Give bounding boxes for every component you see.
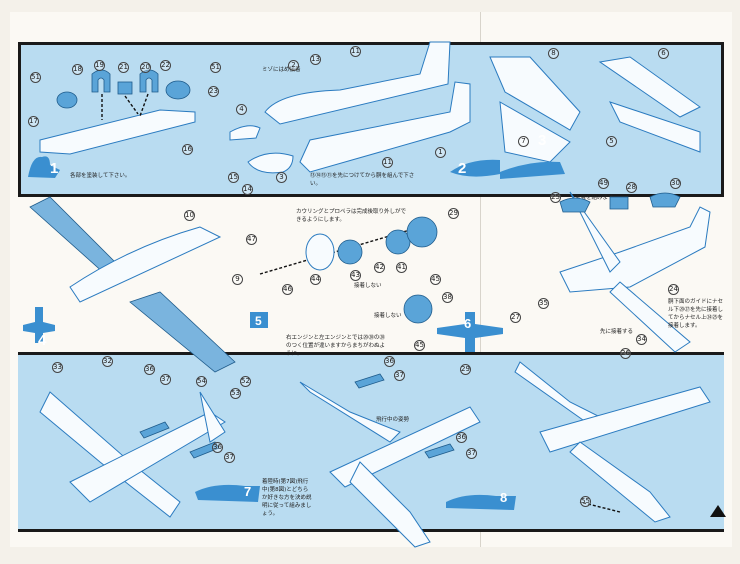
step-3-number: 3 bbox=[538, 132, 547, 149]
step-7-number: 7 bbox=[244, 484, 252, 499]
step-2-sub-note: ミゾにはめ接着 bbox=[262, 67, 301, 73]
part-label: 41 bbox=[396, 262, 407, 273]
part-label: 19 bbox=[94, 60, 105, 71]
completed-aircraft-diagram bbox=[514, 361, 726, 523]
step-5-note: 右エンジンと左エンジンとでは⑳⑳の⑳のつく位置が違いますからまちがわぬように。 bbox=[286, 335, 386, 357]
part-label: 7 bbox=[518, 136, 529, 147]
part-label: 4 bbox=[236, 104, 247, 115]
part-label: 36 bbox=[212, 442, 223, 453]
step-1-note: 各部を塗装して下さい。 bbox=[70, 173, 131, 179]
step-5-number: 5 bbox=[255, 314, 262, 328]
part-label: 52 bbox=[240, 376, 251, 387]
part-label: 11 bbox=[382, 157, 393, 168]
part-label: 20 bbox=[140, 62, 151, 73]
cockpit-parts-diagram bbox=[28, 69, 196, 178]
instruction-sheet: 1 各部を塗装して下さい。 51 18 19 21 20 22 51 23 17… bbox=[10, 12, 732, 548]
part-label: 33 bbox=[52, 362, 63, 373]
part-label: 42 bbox=[374, 262, 385, 273]
part-label: 47 bbox=[246, 234, 257, 245]
part-label: 16 bbox=[182, 144, 193, 155]
step-2-number: 2 bbox=[458, 160, 467, 177]
part-label: 3 bbox=[276, 172, 287, 183]
part-label: 25 bbox=[550, 192, 561, 203]
glue-first-note: 先に接着する bbox=[600, 329, 634, 335]
part-label: 14 bbox=[242, 184, 253, 195]
no-glue-note-1: 接着しない bbox=[354, 283, 382, 289]
step-7-note: 着陸時(第7図)飛行中(第8図)とどちらか好きな方を決め説明に従って組みましょう… bbox=[262, 479, 312, 517]
engine-diagram bbox=[250, 216, 438, 328]
part-label: 21 bbox=[118, 62, 129, 73]
no-glue-note-2: 接着しない bbox=[374, 313, 402, 319]
part-label: 10 bbox=[184, 210, 195, 221]
part-label: 55 bbox=[580, 496, 591, 507]
part-label: 43 bbox=[350, 270, 361, 281]
part-label: 30 bbox=[670, 178, 681, 189]
part-label: 38 bbox=[442, 292, 453, 303]
part-label: 37 bbox=[394, 370, 405, 381]
fuselage-diagram bbox=[229, 41, 500, 177]
step-3-note: 主翼を組みます。 bbox=[575, 195, 619, 201]
step-2-note: ⑬⑭⑮⑪を先につけてから胴を組んで下さい。 bbox=[310, 173, 415, 187]
part-label: 45 bbox=[430, 274, 441, 285]
part-label: 22 bbox=[160, 60, 171, 71]
part-label: 36 bbox=[384, 356, 395, 367]
part-label: 37 bbox=[160, 374, 171, 385]
step-1-number: 1 bbox=[50, 160, 59, 177]
part-label: 13 bbox=[310, 54, 321, 65]
fold-line bbox=[480, 12, 481, 547]
part-label: 27 bbox=[510, 312, 521, 323]
part-label: 51 bbox=[210, 62, 221, 73]
part-label: 9 bbox=[232, 274, 243, 285]
part-label: 36 bbox=[144, 364, 155, 375]
part-label: 36 bbox=[456, 432, 467, 443]
part-label: 23 bbox=[208, 86, 219, 97]
part-label: 32 bbox=[102, 356, 113, 367]
part-label: 35 bbox=[538, 298, 549, 309]
part-label: 54 bbox=[196, 376, 207, 387]
part-label: 46 bbox=[282, 284, 293, 295]
part-label: 29 bbox=[448, 208, 459, 219]
step-6-number: 6 bbox=[464, 316, 472, 331]
part-label: 44 bbox=[310, 274, 321, 285]
part-label: 24 bbox=[668, 284, 679, 295]
part-label: 37 bbox=[224, 452, 235, 463]
part-label: 26 bbox=[620, 348, 631, 359]
landing-config-diagram bbox=[39, 391, 260, 518]
part-label: 5 bbox=[606, 136, 617, 147]
part-label: 1 bbox=[435, 147, 446, 158]
part-label: 15 bbox=[228, 172, 239, 183]
part-label: 37 bbox=[466, 448, 477, 459]
flight-config-diagram bbox=[299, 373, 516, 548]
part-label: 17 bbox=[28, 116, 39, 127]
part-label: 18 bbox=[72, 64, 83, 75]
step-8-number: 8 bbox=[500, 490, 508, 505]
step-5-top-note: カウリングとプロペラは完成後取り外しができるようにします。 bbox=[296, 209, 407, 223]
part-label: 29 bbox=[460, 364, 471, 375]
nacelle-diagram bbox=[437, 191, 711, 353]
part-label: 28 bbox=[626, 182, 637, 193]
step-6-note: 胴下面のガイドにナセル下⑳㉗を先に接着してからナセル上㉔㉕を接着します。 bbox=[668, 299, 724, 329]
part-label: 53 bbox=[230, 388, 241, 399]
wing-diagram bbox=[489, 56, 701, 179]
part-label: 2 bbox=[288, 60, 299, 71]
part-label: 11 bbox=[350, 46, 361, 57]
step-8-note: 飛行中の姿勢 bbox=[376, 417, 410, 423]
part-label: 8 bbox=[548, 48, 559, 59]
part-label: 34 bbox=[636, 334, 647, 345]
step-4-number: 4 bbox=[38, 332, 47, 349]
part-label: 49 bbox=[598, 178, 609, 189]
part-label: 45 bbox=[414, 340, 425, 351]
wing-assembly-diagram bbox=[23, 196, 236, 373]
part-label: 6 bbox=[658, 48, 669, 59]
part-label: 51 bbox=[30, 72, 41, 83]
